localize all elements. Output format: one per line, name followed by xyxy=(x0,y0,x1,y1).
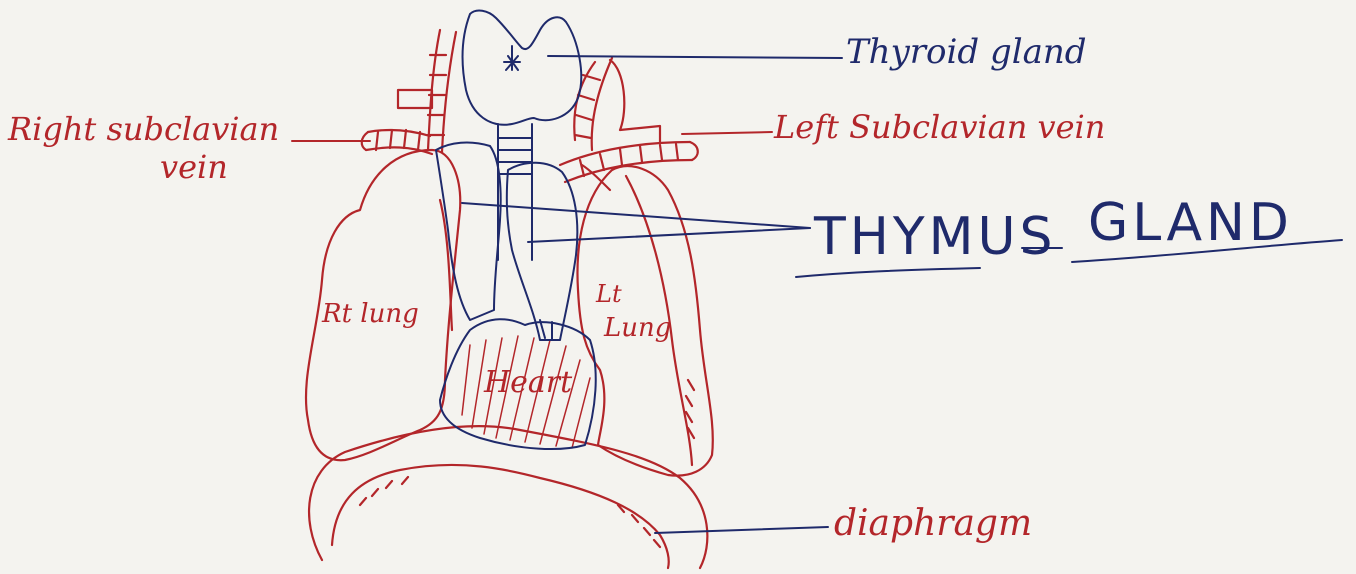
label-right-subclavian-line1: Right subclavian xyxy=(7,110,279,148)
label-diaphragm: diaphragm xyxy=(834,503,1032,544)
trachea xyxy=(498,124,532,260)
label-thymus: THYMUS xyxy=(813,207,1057,267)
thyroid-leader-line xyxy=(548,56,842,58)
label-thyroid-gland: Thyroid gland xyxy=(846,32,1087,72)
diaphragm xyxy=(309,426,707,568)
diaphragm-inner-band xyxy=(332,465,669,568)
label-left-subclavian: Left Subclavian vein xyxy=(773,108,1105,146)
thymus-underline-long xyxy=(796,268,980,277)
thymus-leader-line-lower xyxy=(528,228,810,242)
thyroid-gland xyxy=(463,11,582,125)
thymus-leader-line-upper xyxy=(462,203,810,228)
label-heart: Heart xyxy=(483,365,573,400)
right-brachiocephalic-stub xyxy=(398,90,432,108)
diaphragm-leader-line xyxy=(655,527,828,533)
label-right-subclavian-line2: vein xyxy=(160,148,228,186)
thymus-left-lobe xyxy=(507,163,578,340)
left-subclavian-leader-line xyxy=(682,132,772,134)
label-rt-lung: Rt lung xyxy=(321,299,419,329)
label-gland: GLAND xyxy=(1088,193,1293,253)
label-lt-lung-line2: Lung xyxy=(603,313,671,343)
label-lt-lung-line1: Lt xyxy=(595,280,622,308)
